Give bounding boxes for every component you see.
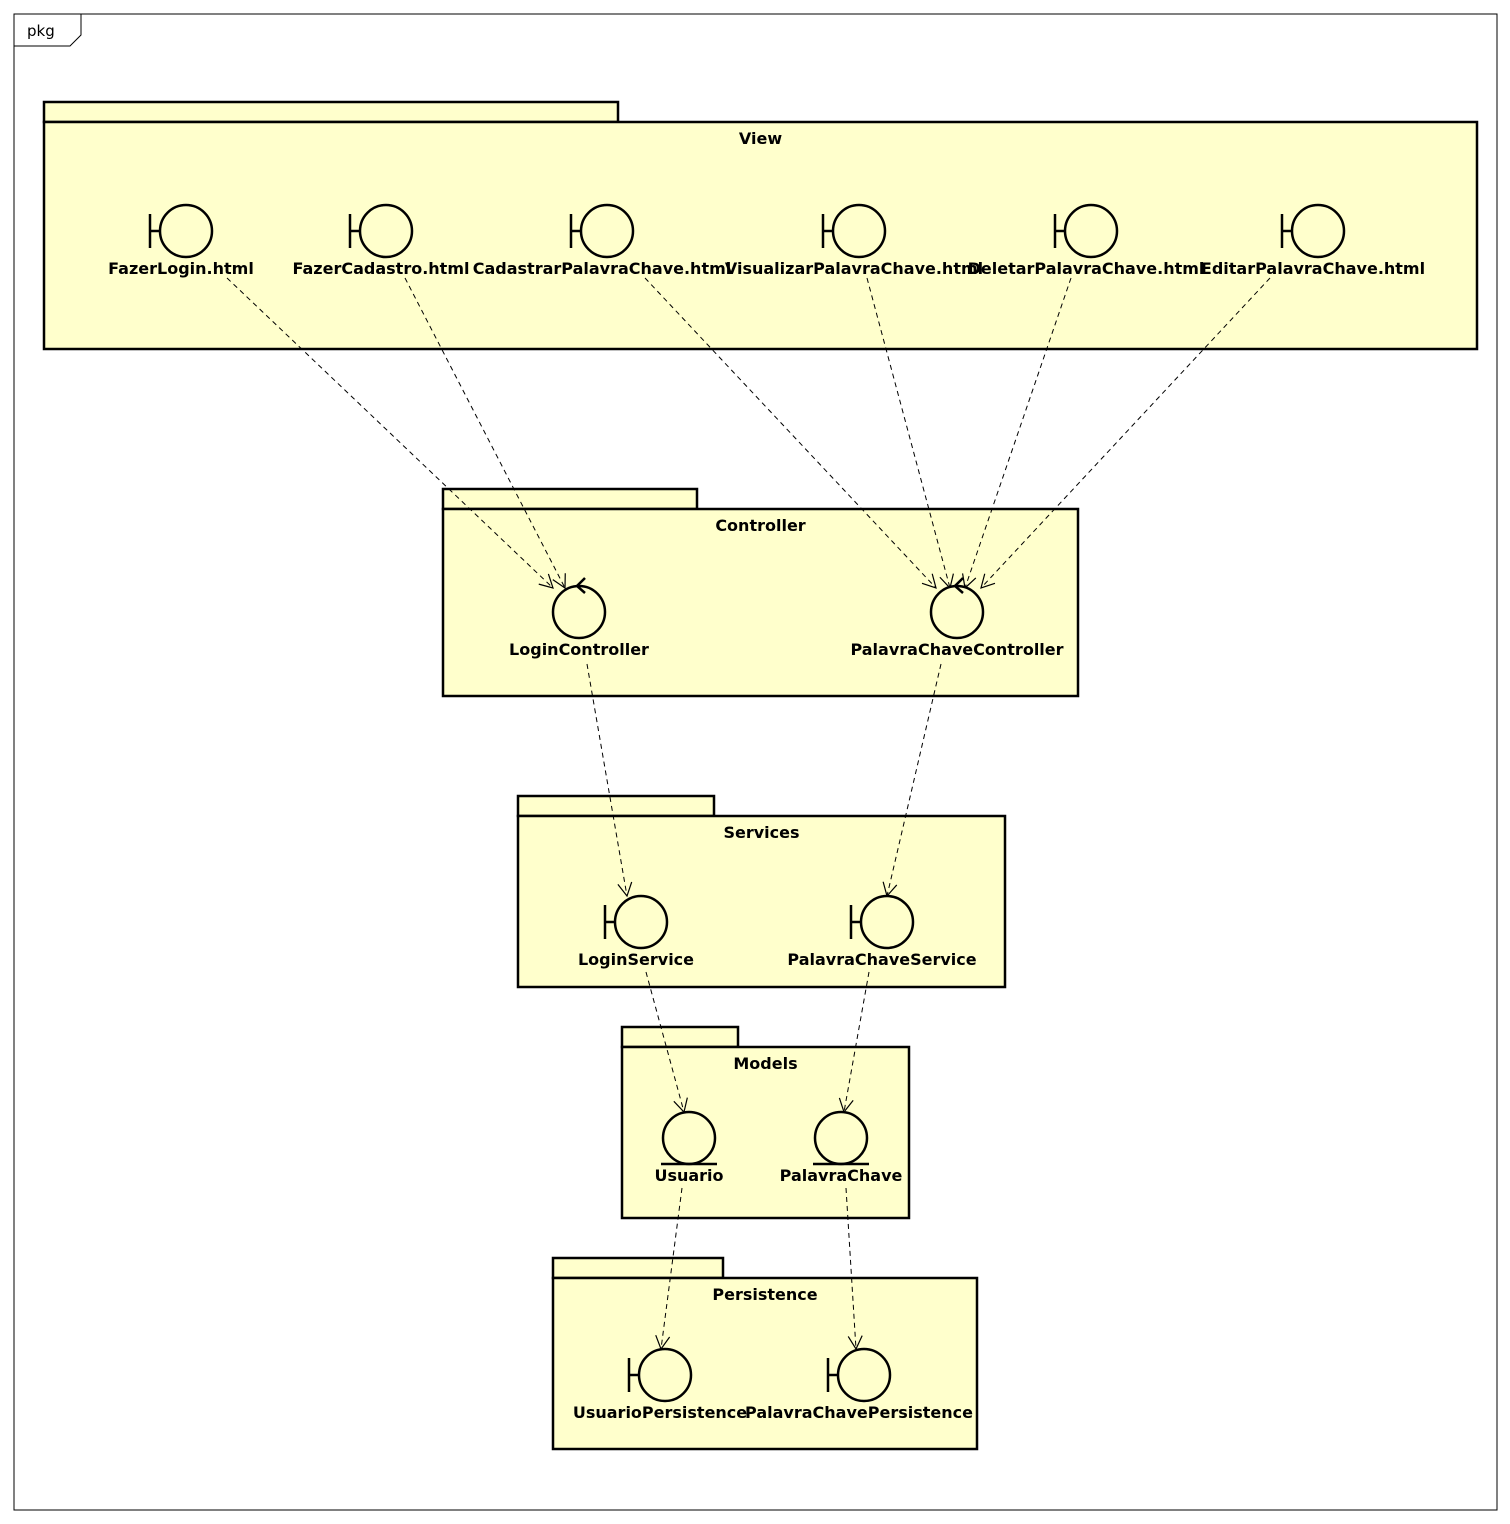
- package-tab: [42, 100, 620, 124]
- entity-icon: [661, 1110, 717, 1166]
- package-title: Services: [723, 823, 799, 842]
- package-services[interactable]: Services: [516, 794, 1007, 989]
- element-label: FazerLogin.html: [108, 259, 254, 278]
- element-usuario-persistence[interactable]: UsuarioPersistence: [573, 1347, 747, 1422]
- package-title: View: [739, 129, 782, 148]
- control-icon: [929, 577, 985, 640]
- package-tab: [551, 1256, 725, 1280]
- dependency-arrow: [961, 277, 1072, 590]
- element-label: PalavraChaveService: [787, 950, 976, 969]
- element-label: PalavraChavePersistence: [745, 1403, 973, 1422]
- element-label: DeletarPalavraChave.html: [968, 259, 1205, 278]
- boundary-icon: [603, 894, 669, 950]
- package-models[interactable]: Models: [620, 1025, 911, 1220]
- dependency-arrow: [404, 277, 566, 590]
- element-editar-palavra[interactable]: EditarPalavraChave.html: [1201, 203, 1425, 278]
- boundary-icon: [821, 203, 887, 259]
- package-tab: [441, 487, 699, 511]
- dependency-arrow: [645, 971, 688, 1114]
- element-palavra-service[interactable]: PalavraChaveService: [787, 894, 977, 969]
- element-fazer-cadastro[interactable]: FazerCadastro.html: [293, 203, 470, 278]
- boundary-icon: [1053, 203, 1119, 259]
- boundary-icon: [826, 1347, 892, 1403]
- package-title: Models: [733, 1054, 797, 1073]
- boundary-icon: [148, 203, 214, 259]
- element-label: PalavraChaveController: [850, 640, 1063, 659]
- dependency-arrow: [882, 663, 942, 898]
- element-palavra-persistence[interactable]: PalavraChavePersistence: [745, 1347, 973, 1422]
- element-label: LoginController: [509, 640, 649, 659]
- dependency-arrow: [226, 277, 554, 589]
- element-usuario[interactable]: Usuario: [654, 1110, 724, 1185]
- boundary-icon: [569, 203, 635, 259]
- element-label: VisualizarPalavraChave.html: [725, 259, 983, 278]
- element-login-controller[interactable]: LoginController: [509, 577, 649, 659]
- boundary-icon: [849, 894, 915, 950]
- control-icon: [551, 577, 607, 640]
- dependency-arrow: [980, 277, 1271, 589]
- package-persistence[interactable]: Persistence: [551, 1256, 979, 1451]
- element-label: FazerCadastro.html: [293, 259, 470, 278]
- element-visualizar-palavra[interactable]: VisualizarPalavraChave.html: [725, 203, 983, 278]
- entity-icon: [813, 1110, 869, 1166]
- boundary-icon: [1280, 203, 1346, 259]
- element-cadastrar-palavra[interactable]: CadastrarPalavraChave.html: [473, 203, 732, 278]
- element-login-service[interactable]: LoginService: [578, 894, 694, 969]
- package-controller[interactable]: Controller: [441, 487, 1080, 698]
- package-body: [551, 1276, 979, 1451]
- element-label: UsuarioPersistence: [573, 1403, 747, 1422]
- dependency-arrow: [586, 663, 633, 898]
- package-title: Persistence: [712, 1285, 817, 1304]
- element-fazer-login[interactable]: FazerLogin.html: [108, 203, 254, 278]
- dependencies-layer: [226, 277, 1271, 1351]
- element-label: PalavraChave: [780, 1166, 903, 1185]
- element-label: LoginService: [578, 950, 694, 969]
- element-palavra-controller[interactable]: PalavraChaveController: [850, 577, 1064, 659]
- dependency-arrow: [655, 1187, 683, 1351]
- frame-label: pkg: [27, 22, 55, 40]
- boundary-icon: [348, 203, 414, 259]
- element-label: EditarPalavraChave.html: [1201, 259, 1425, 278]
- dependency-arrow: [838, 971, 870, 1114]
- package-tab: [516, 794, 716, 818]
- element-label: Usuario: [654, 1166, 723, 1185]
- element-palavra-chave[interactable]: PalavraChave: [780, 1110, 903, 1185]
- package-body: [42, 120, 1479, 351]
- package-view[interactable]: View: [42, 100, 1479, 351]
- element-label: CadastrarPalavraChave.html: [473, 259, 732, 278]
- element-deletar-palavra[interactable]: DeletarPalavraChave.html: [968, 203, 1205, 278]
- package-title: Controller: [715, 516, 805, 535]
- package-tab: [620, 1025, 740, 1049]
- package-body: [516, 814, 1007, 989]
- boundary-icon: [627, 1347, 693, 1403]
- dependency-arrow: [644, 277, 937, 589]
